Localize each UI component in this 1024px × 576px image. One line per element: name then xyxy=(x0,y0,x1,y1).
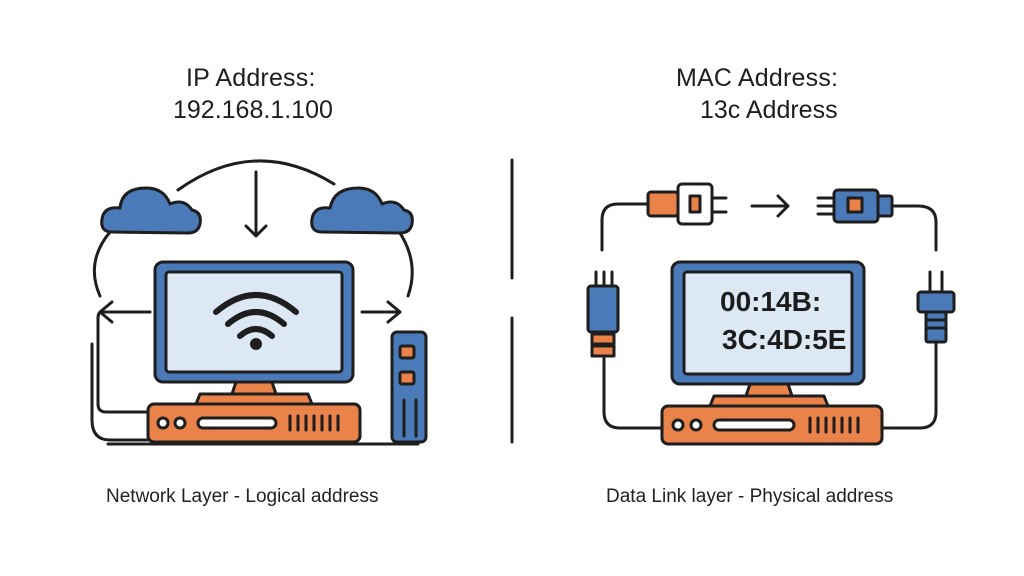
cable-line xyxy=(890,204,938,252)
cable-line xyxy=(600,202,650,252)
ip-address-title: IP Address: xyxy=(186,64,316,92)
left-outer-arc xyxy=(92,230,112,298)
cloud-icon xyxy=(100,186,202,235)
ethernet-plug-icon xyxy=(586,270,620,358)
ethernet-plug-icon xyxy=(646,182,728,226)
device-tower-icon xyxy=(390,330,428,444)
router-icon xyxy=(146,402,362,444)
left-cable-line-2 xyxy=(90,342,150,442)
wifi-icon xyxy=(213,292,299,350)
left-cable-line xyxy=(96,310,152,414)
power-plug-icon xyxy=(916,270,956,344)
network-layer-caption: Network Layer - Logical address xyxy=(106,486,379,507)
cloud-icon xyxy=(310,186,414,235)
monitor-icon xyxy=(670,260,866,408)
mac-address-value: 13c Address xyxy=(700,96,838,124)
data-link-layer-caption: Data Link layer - Physical address xyxy=(606,486,894,507)
right-arrow-icon xyxy=(750,194,790,218)
monitor-icon xyxy=(153,260,355,406)
router-icon xyxy=(660,404,884,446)
ip-address-value: 192.168.1.100 xyxy=(173,96,333,124)
right-outer-arc xyxy=(396,228,414,298)
mac-screen-line-1: 00:14B: xyxy=(720,286,822,317)
mac-screen-line-2: 3C:4D:5E xyxy=(722,324,847,355)
right-arrow-icon xyxy=(360,300,402,324)
cable-line xyxy=(602,356,664,430)
down-arrow-icon xyxy=(244,170,268,238)
mac-address-title: MAC Address: xyxy=(676,64,839,92)
cable-line xyxy=(880,342,938,430)
top-arc-line xyxy=(176,159,336,192)
power-plug-icon xyxy=(816,188,894,224)
